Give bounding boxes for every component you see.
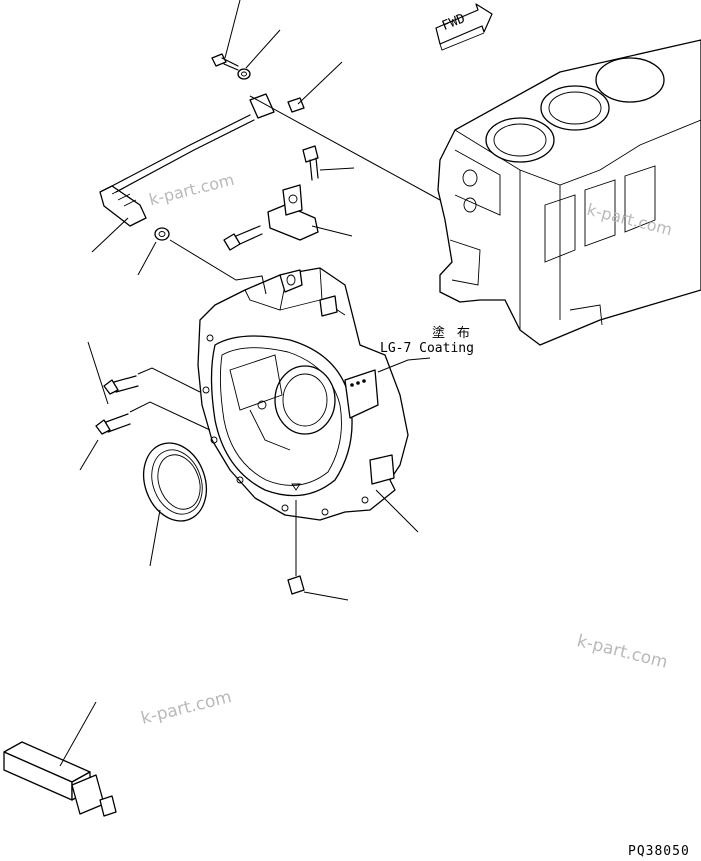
speed-sensor	[99, 93, 305, 227]
cylinder-block	[437, 39, 701, 346]
forward-arrow-icon	[435, 3, 493, 51]
coating-label-japanese: 塗 布	[432, 326, 472, 341]
washers	[154, 68, 251, 241]
figure-code: PQ38050	[628, 844, 690, 859]
installation-tool	[3, 741, 117, 817]
flywheel-housing	[197, 267, 409, 521]
bolts	[95, 53, 319, 595]
mounting-bracket	[267, 184, 319, 241]
leader-lines	[59, 0, 441, 767]
oil-seal	[143, 442, 207, 522]
coating-label-english: LG-7 Coating	[380, 341, 474, 356]
